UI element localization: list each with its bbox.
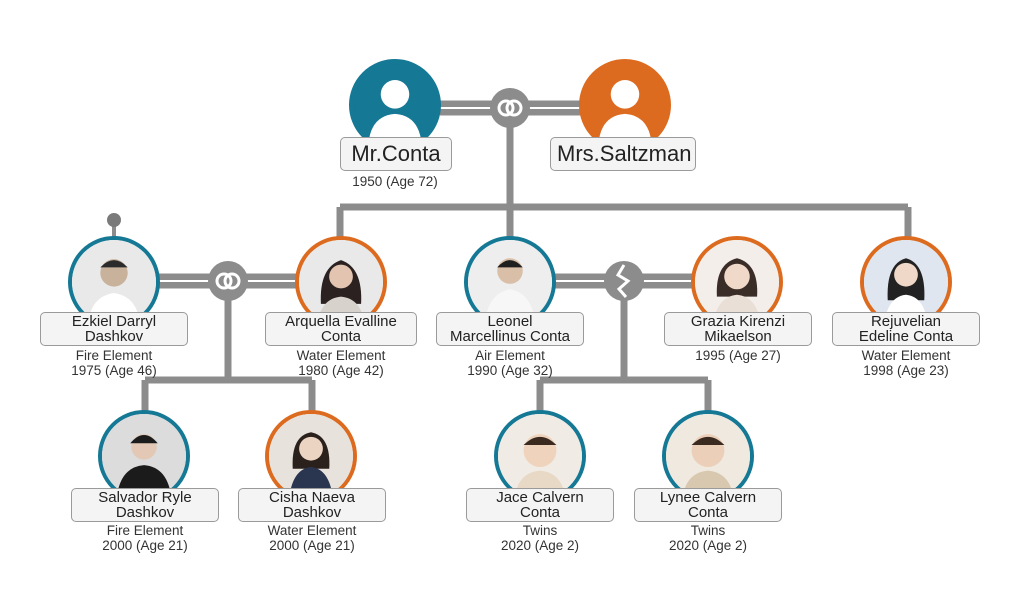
father-info: 1950 (Age 72) [352,174,438,189]
marriage-rings-icon [208,261,248,301]
grazia-info: 1995 (Age 27) [695,348,781,363]
marriage-rings-icon [490,88,530,128]
mother-silhouette-avatar [579,59,671,151]
father-name[interactable]: Mr.Conta [340,137,452,171]
divorce-icon [604,261,644,301]
pin-icon [107,213,121,227]
salvador-photo-avatar [98,410,190,502]
mother-name[interactable]: Mrs.Saltzman [550,137,696,171]
cisha-photo-avatar [265,410,357,502]
